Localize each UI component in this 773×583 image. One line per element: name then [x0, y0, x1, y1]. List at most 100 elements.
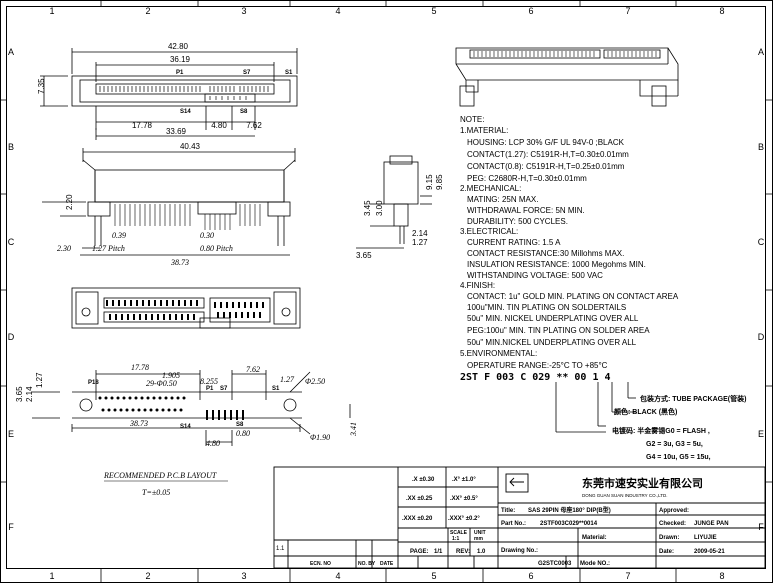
note-line-2: HOUSING: LCP 30% G/F UL 94V-0 ;BLACK [467, 138, 625, 147]
col-label-5-bottom: 5 [431, 571, 436, 581]
note-line-18: 50u" MIN. NICKEL UNDERPLATING OVER ALL [467, 314, 639, 323]
dim-pcb-3-65: 3.65 [15, 386, 24, 402]
bottom-view [71, 287, 301, 329]
dim-height: 7.35 [37, 78, 46, 94]
dim-pcb-29-holes: 29-Φ0.50 [146, 379, 177, 388]
part-code-pack: 包装方式: TUBE PACKAGE(管装) [640, 394, 746, 403]
col-label-3-bottom: 3 [241, 571, 246, 581]
note-line-6: 2.MECHANICAL: [460, 184, 521, 193]
part-code-color: 颜色: BLACK (黑色) [614, 407, 677, 416]
note-line-12: CONTACT RESISTANCE:30 Millohms MAX. [467, 249, 624, 258]
title-label: Title: [501, 508, 515, 514]
col-label-5: 5 [431, 6, 436, 16]
col-label-4-bottom: 4 [335, 571, 340, 581]
tol-row-3b: .XXX° ±0.2° [448, 516, 480, 522]
label-s8: S8 [240, 109, 248, 115]
drawn-label: Drawn: [659, 535, 679, 541]
note-line-8: WITHDRAWAL FORCE: 5N MIN. [467, 206, 585, 215]
note-line-22: OPERATURE RANGE:-25°C TO +85°C [467, 361, 608, 370]
title-value: SAS 29PIN 母座180° DIP(B型) [528, 506, 611, 514]
iso-view [455, 47, 679, 107]
note-line-11: CURRENT RATING: 1.5 A [467, 238, 561, 247]
partno-value: 2STF003C029**0014 [540, 521, 598, 527]
dim-pcb-17-78: 17.78 [131, 363, 149, 372]
dim-17-78: 17.78 [132, 121, 153, 130]
dim-1-27-pitch: 1.27 Pitch [92, 244, 125, 253]
label-s1: S1 [285, 70, 293, 76]
date-value: 2009-05-21 [694, 549, 725, 555]
dim-pcb-1-905: 1.905 [162, 371, 180, 380]
note-line-5: PEG: C2680R-H,T=0.30±0.01mm [467, 174, 587, 183]
col-label-1: 1 [49, 6, 54, 16]
dim-2-30: 2.30 [57, 244, 71, 253]
row-label-d: D [8, 332, 15, 342]
label-pcb-s7: S7 [220, 386, 228, 392]
dim-3-00: 3.00 [375, 200, 384, 216]
company-logo [505, 473, 529, 493]
note-line-10: 3.ELECTRICAL: [460, 227, 518, 236]
tol-row-3a: .XXX ±0.20 [402, 516, 433, 522]
scale-value: 1:1 [452, 536, 459, 542]
dim-9-15: 9.15 [425, 174, 434, 190]
col-label-2: 2 [145, 6, 150, 16]
dim-38-73: 38.73 [170, 258, 189, 267]
label-pcb-s14: S14 [180, 424, 191, 430]
dim-0-30: 0.30 [200, 231, 214, 240]
dim-40-43: 40.43 [180, 142, 201, 151]
dim-2-20: 2.20 [65, 194, 74, 210]
checked-value: JUNGE PAN [694, 521, 729, 527]
company-name: 东莞市速安实业有限公司 [582, 476, 703, 490]
title-block-text: .X ±0.30 .X° ±1.0° .XX ±0.25 .XX° ±0.5° … [276, 476, 729, 567]
pcb-layout-title: RECOMMENDED P.C.B LAYOUT [103, 471, 217, 480]
drawing-label: Drawing No.: [501, 548, 538, 554]
dim-pcb-4-80: 4.80 [206, 439, 220, 448]
note-line-13: INSULATION RESISTANCE: 1000 Megohms MIN. [467, 260, 646, 269]
label-p1: P1 [176, 70, 184, 76]
col-label-1-bottom: 1 [49, 571, 54, 581]
dim-1-27: 1.27 [412, 238, 428, 247]
col-label-8-bottom: 8 [719, 571, 724, 581]
rev-value: 1.0 [477, 549, 486, 555]
note-line-4: CONTACT(0.8): C5191R-H,T=0.25±0.01mm [467, 162, 625, 171]
dim-pcb-2-50: Φ2.50 [305, 377, 325, 386]
row-label-d-right: D [758, 332, 765, 342]
dim-3-45: 3.45 [363, 200, 372, 216]
tol-row-1b: .X° ±1.0° [452, 477, 476, 483]
row-label-e: E [8, 429, 14, 439]
note-line-20: 50u" MIN.NICKEL UNDERPLATING OVER ALL [467, 338, 637, 347]
pcb-layout-labels: 17.78 29-Φ0.50 1.905 8.255 7.62 1.27 Φ2.… [15, 363, 358, 497]
col-date: DATE [380, 561, 394, 567]
col-no-by: NO. BY [358, 561, 376, 567]
notes-heading: NOTE: [460, 115, 484, 124]
top-view-labels: 42.80 36.19 7.35 P1 S7 S1 S14 S8 17.78 4… [37, 42, 293, 136]
dim-9-85: 9.85 [435, 174, 444, 190]
tol-row-2b: .XX° ±0.5° [450, 496, 478, 502]
rev-row: 1.1 [276, 546, 285, 552]
dim-0-80-pitch: 0.80 Pitch [200, 244, 233, 253]
row-label-b-right: B [758, 142, 764, 152]
dim-pcb-7-62: 7.62 [246, 365, 260, 374]
top-view-pins [99, 86, 269, 100]
pcb-layout [32, 370, 351, 446]
top-view [40, 48, 298, 140]
pcb-thickness: T=±0.05 [142, 488, 170, 497]
grid-labels: 1 2 3 4 5 6 7 8 1 2 3 4 5 6 7 8 A B C D … [8, 6, 765, 581]
note-line-17: 100u"MIN. TIN PLATING ON SOLDERTAILS [467, 303, 626, 312]
dim-pcb-2-14: 2.14 [25, 386, 34, 402]
unit-value: mm [474, 536, 483, 542]
col-label-7-bottom: 7 [625, 571, 630, 581]
note-line-21: 5.ENVIRONMENTAL: [460, 349, 537, 358]
col-label-7: 7 [625, 6, 630, 16]
iso-view-hatching [473, 51, 657, 57]
drawing-value: G2STC0003 [538, 561, 572, 567]
page-value: 1/1 [434, 549, 443, 555]
dim-inner-width: 36.19 [170, 55, 191, 64]
page-label: PAGE: [410, 549, 429, 555]
date-label: Date: [659, 549, 674, 555]
note-line-14: WITHSTANDING VOLTAGE: 500 VAC [467, 271, 603, 280]
row-label-f-right: F [758, 522, 764, 532]
part-code: 2ST F 003 C 029 ** 00 1 4 包装方式: TUBE PAC… [460, 372, 746, 461]
dim-pcb-1-90: Φ1.90 [310, 433, 330, 442]
material-label: Material: [582, 535, 607, 541]
